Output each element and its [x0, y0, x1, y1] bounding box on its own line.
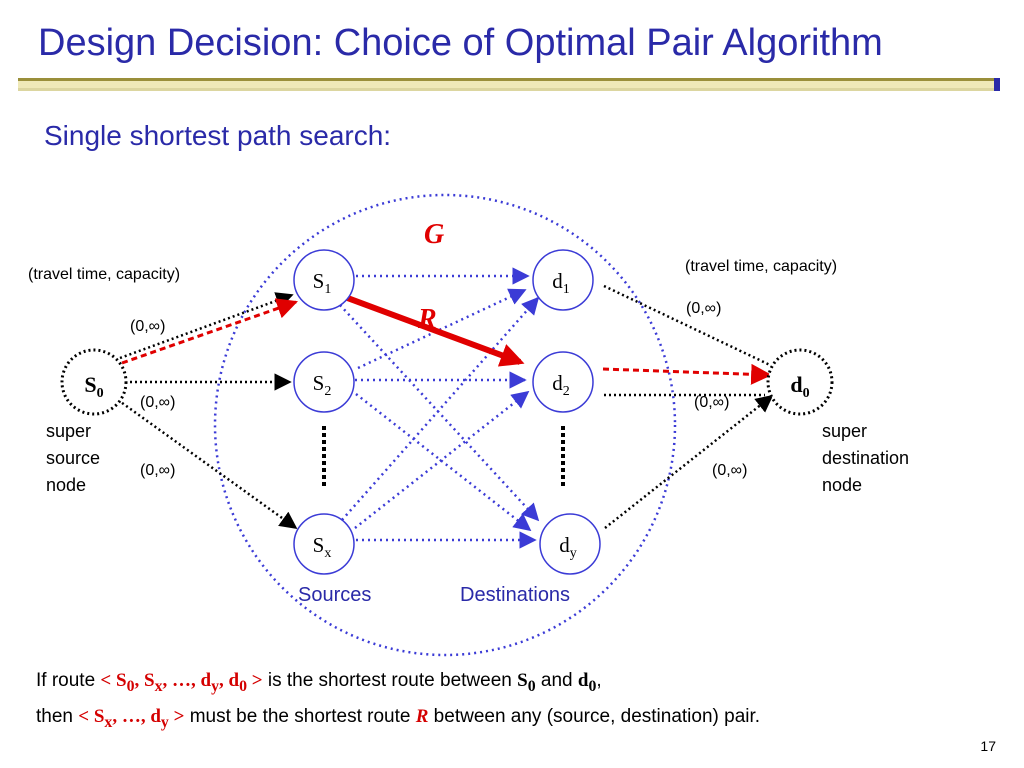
- edge-s0-sx: [117, 398, 298, 530]
- footer-line-2: then < Sx, …, dy > must be the shortest …: [36, 706, 761, 731]
- edge-s0-s1: [119, 292, 294, 360]
- super-source-sub: 0: [97, 386, 104, 401]
- route-s0-s1: [121, 298, 298, 365]
- edge-s2-d1: [357, 288, 527, 370]
- footer-line-1: If route < S0, Sx, …, dy, d0 > is the sh…: [36, 670, 602, 695]
- svg-text:d2: d2: [552, 371, 570, 399]
- super-source-name: S: [84, 372, 96, 397]
- super-dest-name: d: [790, 372, 802, 397]
- svg-text:Sx: Sx: [313, 533, 332, 561]
- graph-label: G: [424, 219, 444, 250]
- edge-sx-d1: [341, 296, 540, 521]
- edge-s2-dy: [355, 393, 532, 532]
- cap-label-s0-s1: (0,∞): [130, 318, 165, 335]
- destinations-label: Destinations: [460, 584, 570, 606]
- route-label: R: [417, 304, 437, 335]
- route-r-arrow: [324, 287, 525, 367]
- edge-s1-dy: [339, 304, 540, 522]
- svg-text:S1: S1: [313, 269, 332, 297]
- dest-node-d2: d2: [532, 351, 594, 413]
- super-dest-caption-2: destination: [822, 448, 909, 468]
- dest-node-d1: d1: [532, 249, 594, 311]
- edge-dy-d0: [604, 394, 774, 529]
- super-dest-caption-3: node: [822, 475, 862, 495]
- edge-sx-d2: [354, 390, 530, 529]
- edge-d1-d0: [603, 284, 771, 367]
- outer-edges: [117, 284, 774, 530]
- sources-label: Sources: [298, 584, 371, 606]
- source-node-s2: S2: [293, 351, 355, 413]
- internal-edges: [339, 267, 540, 549]
- cap-label-d2-d0: (0,∞): [694, 394, 729, 411]
- edge-label-right: (travel time, capacity): [685, 258, 837, 275]
- subtitle: Single shortest path search:: [44, 120, 392, 151]
- super-source-caption-3: node: [46, 475, 86, 495]
- super-source-caption-2: source: [46, 448, 100, 468]
- svg-text:d0: d0: [790, 372, 809, 401]
- source-node-s1: S1: [293, 249, 355, 311]
- super-dest-sub: 0: [803, 386, 810, 401]
- source-node-sx: Sx: [293, 513, 355, 575]
- cap-label-d1-d0: (0,∞): [686, 300, 721, 317]
- super-source-node: S0: [60, 348, 128, 416]
- page-title: Design Decision: Choice of Optimal Pair …: [38, 22, 883, 64]
- svg-text:dy: dy: [559, 533, 577, 561]
- page-number: 17: [980, 738, 996, 754]
- svg-text:S2: S2: [313, 371, 332, 399]
- edge-label-left: (travel time, capacity): [28, 266, 180, 283]
- cap-label-s0-sx: (0,∞): [140, 462, 175, 479]
- graph-boundary: [213, 193, 677, 657]
- svg-text:S0: S0: [84, 372, 103, 401]
- svg-text:d1: d1: [552, 269, 570, 297]
- route-d2-d0: [602, 363, 773, 385]
- dest-node-dy: dy: [539, 513, 601, 575]
- super-dest-caption-1: super: [822, 421, 867, 441]
- super-dest-node: d0: [766, 348, 834, 416]
- title-underline: [18, 78, 1000, 91]
- cap-label-dy-d0: (0,∞): [712, 462, 747, 479]
- super-source-caption-1: super: [46, 421, 91, 441]
- cap-label-s0-s2: (0,∞): [140, 394, 175, 411]
